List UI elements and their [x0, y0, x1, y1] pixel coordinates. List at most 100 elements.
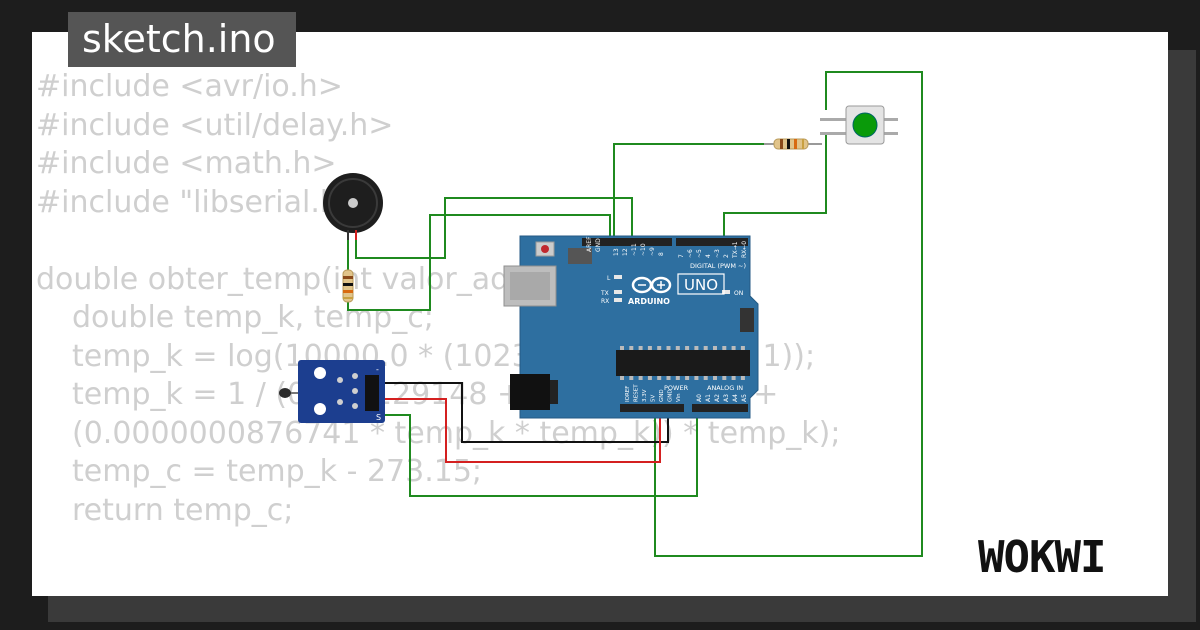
- pin-label: ~6: [687, 249, 694, 258]
- arduino-logo-text: ARDUINO: [628, 297, 670, 306]
- wokwi-wordmark: WOKWI: [978, 532, 1105, 582]
- chip-pin: [731, 346, 736, 350]
- pin-label: ~5: [696, 249, 703, 258]
- chip-pin: [638, 376, 643, 380]
- digital-header-2: [676, 238, 748, 246]
- analog-label: ANALOG IN: [707, 384, 743, 392]
- pin-label-gnd: GND: [595, 238, 602, 252]
- pin-label: 7: [678, 254, 685, 258]
- code-line: #include <util/delay.h>: [36, 107, 394, 143]
- code-line: #include <math.h>: [36, 146, 337, 181]
- chip-pin: [740, 346, 745, 350]
- chip-pin: [740, 376, 745, 380]
- model-label: UNO: [684, 276, 718, 294]
- pulldown-resistor: [764, 138, 822, 150]
- wire-resistor-to-pin13: [613, 143, 770, 240]
- pin-label: GND: [659, 389, 665, 402]
- pin-label: A1: [705, 394, 712, 402]
- power-header: [620, 404, 684, 412]
- power-wires: [385, 382, 669, 463]
- digital-label: DIGITAL (PWM ~): [690, 262, 746, 270]
- pin-label: A0: [696, 394, 703, 402]
- pin-label: A5: [741, 394, 748, 402]
- power-jack: [510, 374, 550, 410]
- pin-label: GND: [668, 389, 674, 402]
- code-line: #include <avr/io.h>: [36, 69, 343, 104]
- button-leg: [820, 118, 848, 121]
- power-label: POWER: [664, 384, 689, 392]
- pin-label: ~3: [714, 249, 721, 258]
- thermistor: [279, 388, 291, 398]
- chip-pin: [703, 376, 708, 380]
- buzzer-resistor: [342, 269, 354, 303]
- led-tx: [614, 290, 622, 294]
- pin-label: A2: [714, 394, 721, 402]
- arduino-logo: ARDUINO: [628, 276, 672, 306]
- pin-label: ~11: [631, 243, 638, 256]
- chip-pin: [722, 346, 727, 350]
- wokwi-logo: WOKWI: [978, 532, 1148, 587]
- pin-label: 12: [622, 248, 629, 256]
- chip-pin: [638, 346, 643, 350]
- chip-pin: [685, 346, 690, 350]
- chip-pin: [629, 376, 634, 380]
- pin-label: 5V: [651, 395, 657, 402]
- temperature-sensor-module: - S: [279, 360, 385, 423]
- wire-sensor-gnd: [385, 382, 669, 443]
- button-cap[interactable]: [852, 112, 878, 138]
- pin-label: A3: [723, 394, 730, 402]
- chip-pin: [713, 376, 717, 380]
- pin-label: A4: [732, 394, 739, 402]
- led-tx-label: TX: [600, 290, 609, 297]
- chip-pin: [629, 346, 634, 350]
- pin-label: 2: [723, 254, 730, 258]
- pin-label-aref: AREF: [586, 236, 593, 252]
- file-tab-label: sketch.ino: [82, 17, 276, 61]
- chip-pin: [675, 346, 680, 350]
- chip-pin: [657, 376, 662, 380]
- button-leg: [820, 132, 848, 135]
- wire-buzzer-to-pin12: [355, 197, 633, 259]
- chip-pin: [713, 346, 717, 350]
- chip-pin: [620, 376, 624, 380]
- chip-pin: [694, 376, 699, 380]
- code-line: return temp_c;: [72, 492, 294, 528]
- green-wires: [347, 71, 923, 557]
- pin-label: Vin: [676, 393, 682, 402]
- chip-pin: [647, 346, 652, 350]
- led-l: [614, 275, 622, 279]
- wire-button-to-gnd: [654, 71, 923, 557]
- digital-header-1: [582, 238, 672, 246]
- chip-pin: [666, 346, 671, 350]
- sensor-pin-minus: -: [376, 365, 379, 374]
- chip-pin: [722, 376, 727, 380]
- code-line: double temp_k, temp_c;: [72, 300, 434, 335]
- atmega-chip: [616, 350, 750, 376]
- chip-pin: [731, 376, 736, 380]
- chip-pins: [620, 346, 745, 380]
- led-on-label: ON: [734, 290, 743, 297]
- chip-pin: [675, 376, 680, 380]
- pin-label: 4: [705, 254, 712, 258]
- buzzer: [323, 173, 383, 240]
- pushbutton[interactable]: [820, 105, 898, 145]
- analog-header: [692, 404, 748, 412]
- pin-label: ~10: [640, 243, 647, 256]
- file-tab[interactable]: sketch.ino: [68, 12, 296, 67]
- pin-label: TX→1: [732, 241, 739, 259]
- wire-buzzer-gnd: [347, 214, 611, 311]
- code-line: temp_c = temp_k - 273.15;: [72, 454, 483, 489]
- model-box: [677, 273, 725, 295]
- chip-pin: [620, 346, 624, 350]
- led-rx: [614, 298, 622, 302]
- led-on: [722, 290, 730, 294]
- chip-pin: [685, 376, 690, 380]
- chip-pin: [666, 376, 671, 380]
- reset-button[interactable]: [541, 245, 549, 253]
- pin-label: RX←0: [741, 241, 748, 258]
- pin-label: RESET: [634, 384, 640, 402]
- button-leg: [882, 132, 898, 135]
